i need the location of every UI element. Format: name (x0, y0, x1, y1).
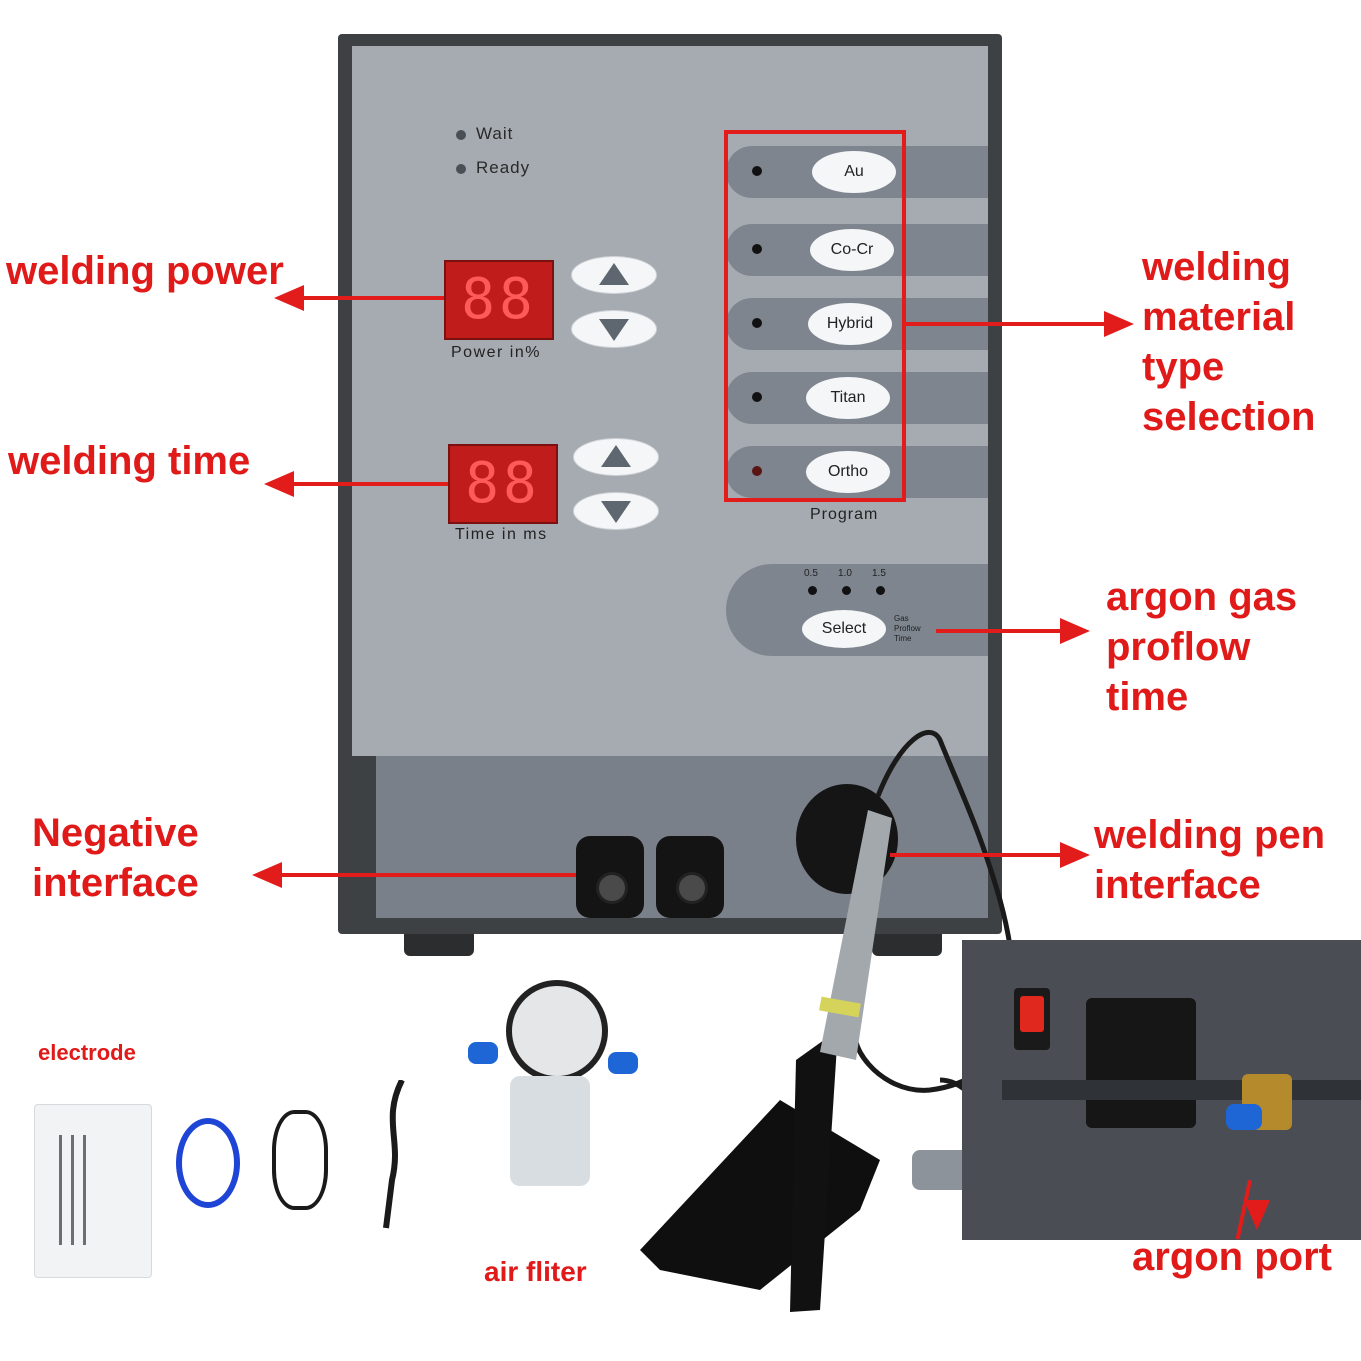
program-led-icon (752, 466, 762, 476)
label-air-filter: air fliter (484, 1256, 587, 1287)
gas-caption: Gas Proflow Time (894, 614, 921, 643)
program-led-icon (752, 166, 762, 176)
program-button-ortho[interactable]: Ortho (806, 451, 890, 493)
power-label: Power in% (451, 344, 541, 361)
ready-label: Ready (476, 158, 531, 177)
pen-stand-base (640, 1100, 880, 1290)
up-arrow-icon (601, 445, 631, 467)
ready-indicator: Ready (456, 158, 530, 178)
program-led-icon (752, 392, 762, 402)
down-arrow-icon (601, 501, 631, 523)
power-down-button[interactable] (571, 310, 657, 348)
program-row-co-cr: Co-Cr (726, 224, 988, 276)
callout-welding-power: welding power (6, 249, 284, 293)
clip-cable (272, 1110, 328, 1210)
wait-indicator: Wait (456, 124, 513, 144)
program-row-ortho: Ortho (726, 446, 988, 498)
arrow-down-icon (1244, 1200, 1270, 1230)
time-up-button[interactable] (573, 438, 659, 476)
power-display-value: 88 (461, 267, 537, 332)
wait-label: Wait (476, 124, 514, 143)
up-arrow-icon (599, 263, 629, 285)
arrow-left-icon (274, 285, 304, 311)
arrow-right-icon (1060, 842, 1090, 868)
down-arrow-icon (599, 319, 629, 341)
time-label: Time in ms (455, 526, 548, 543)
argon-port-fitting[interactable] (1226, 1074, 1292, 1130)
program-row-titan: Titan (726, 372, 988, 424)
power-switch-rocker-icon (1020, 996, 1044, 1032)
pen-cable (852, 729, 1016, 1093)
power-display: 88 (444, 260, 554, 340)
program-led-icon (752, 318, 762, 328)
callout-argon-port: argon port (1132, 1235, 1332, 1279)
machine-back-inset (962, 940, 1361, 1240)
callout-argon-gas: argon gas proflow time (1106, 575, 1298, 719)
power-switch[interactable] (1014, 988, 1050, 1050)
time-display-value: 88 (465, 451, 541, 516)
pressure-gauge-icon (506, 980, 608, 1082)
material-selection-highlight (724, 130, 906, 502)
callout-welding-time: welding time (8, 439, 251, 483)
negative-jack[interactable] (576, 836, 644, 918)
gas-level-1-0: 1.0 (838, 568, 852, 579)
gas-level-1-5: 1.5 (872, 568, 886, 579)
arrow-left-icon (264, 471, 294, 497)
arrow-right-icon (1060, 618, 1090, 644)
machine-foot (872, 934, 942, 956)
program-button-hybrid[interactable]: Hybrid (808, 303, 892, 345)
program-button-titan[interactable]: Titan (806, 377, 890, 419)
power-inlet[interactable] (1086, 998, 1196, 1128)
callout-negative: Negative interface (32, 811, 199, 905)
program-button-co-cr[interactable]: Co-Cr (810, 229, 894, 271)
label-electrode: electrode (38, 1040, 136, 1065)
gas-led-icon (808, 586, 817, 595)
time-display: 88 (448, 444, 558, 524)
program-label: Program (810, 506, 879, 523)
program-button-au[interactable]: Au (812, 151, 896, 193)
time-down-button[interactable] (573, 492, 659, 530)
electrode-box (34, 1104, 152, 1278)
program-row-hybrid: Hybrid (726, 298, 988, 350)
gas-select-button[interactable]: Select (802, 610, 886, 648)
gas-led-icon (842, 586, 851, 595)
program-led-icon (752, 244, 762, 254)
wait-led-icon (456, 129, 466, 140)
welding-pen-icon (820, 810, 892, 1060)
ready-led-icon (456, 163, 466, 174)
callout-material: welding material type selection (1142, 245, 1316, 439)
gas-tube-coil (176, 1118, 240, 1208)
gas-level-0-5: 0.5 (804, 568, 818, 579)
callout-pen: welding pen interface (1094, 813, 1326, 907)
tweezer-cable (372, 1078, 412, 1230)
arrow-right-icon (1104, 311, 1134, 337)
air-filter (468, 966, 638, 1216)
positive-jack[interactable] (656, 836, 724, 918)
argon-port-connector-icon (1226, 1104, 1262, 1130)
pen-stand-post (790, 1030, 838, 1312)
gas-led-icon (876, 586, 885, 595)
program-row-au: Au (726, 146, 988, 198)
gas-panel: 0.5 1.0 1.5 Select Gas Proflow Time (726, 564, 988, 656)
aviation-connector-icon (912, 1150, 972, 1190)
power-up-button[interactable] (571, 256, 657, 294)
machine-foot (404, 934, 474, 956)
arrow-left-icon (252, 862, 282, 888)
